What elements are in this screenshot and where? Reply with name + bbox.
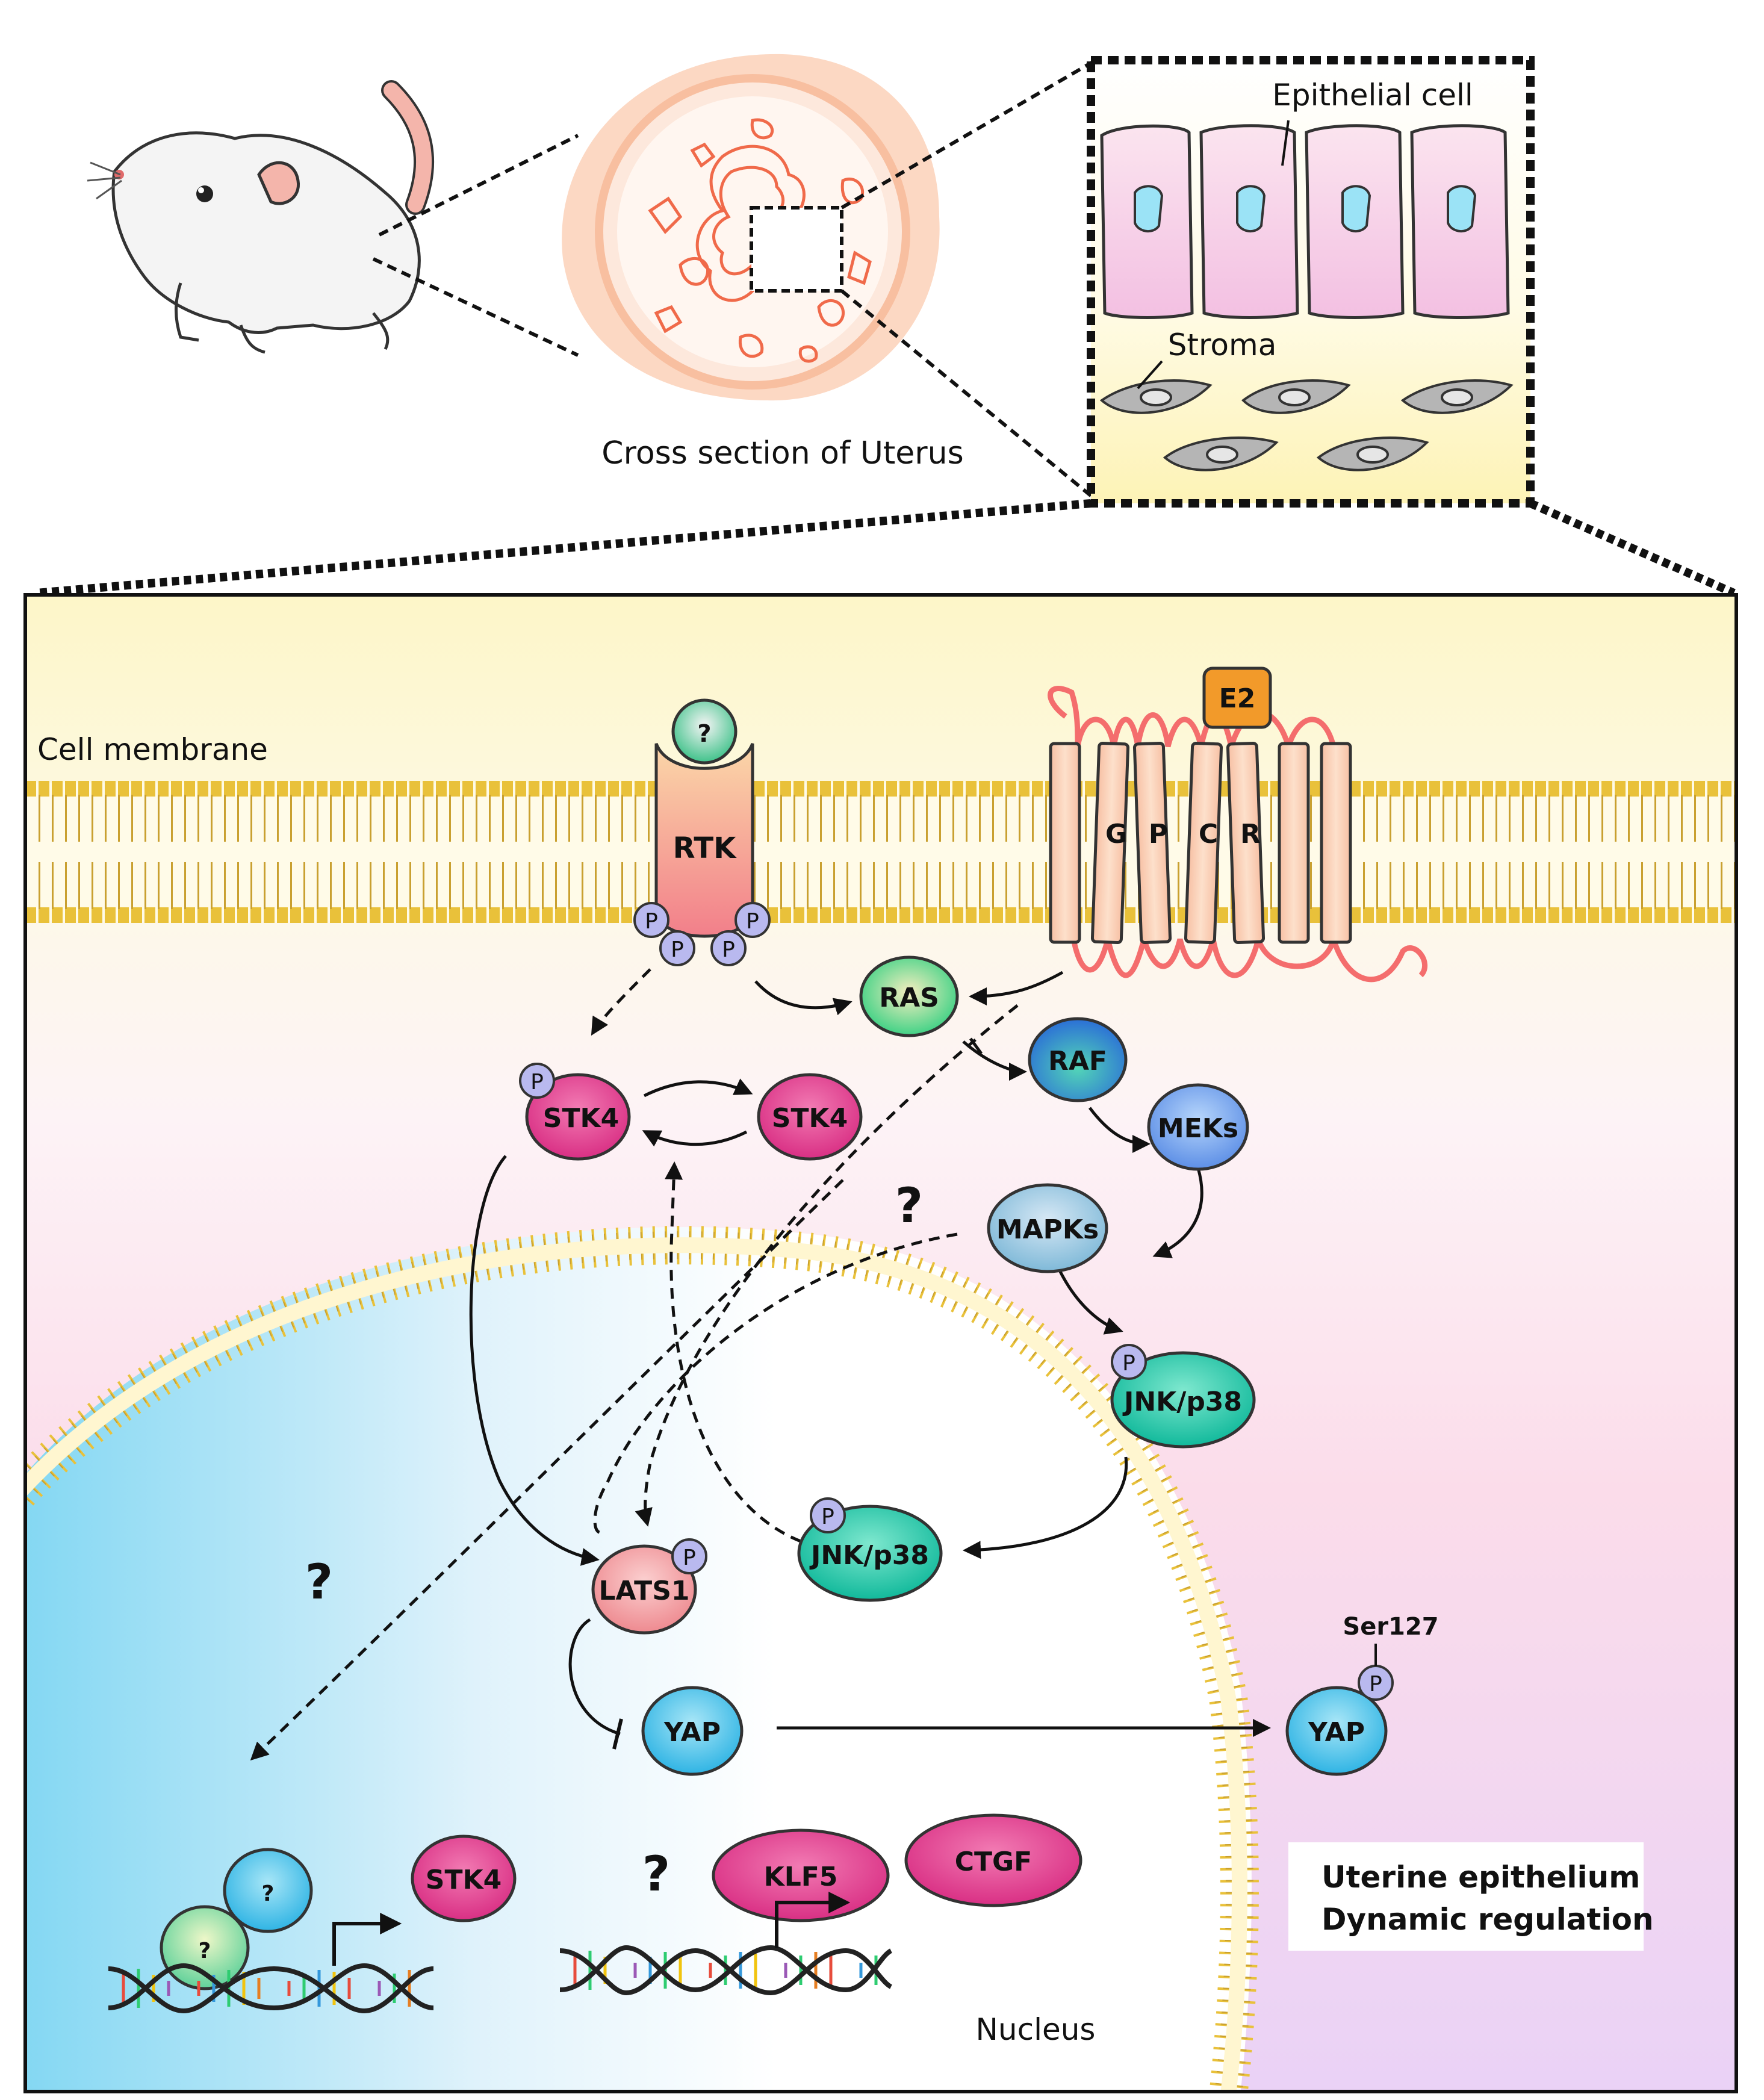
gpcr-receptor: [1048, 686, 1427, 983]
nuclear-membrane-core: [25, 1237, 1247, 2092]
rtk-label: RTK: [673, 831, 738, 865]
tf-b-label: ?: [199, 1939, 211, 1963]
stk4-p-label: STK4: [543, 1103, 619, 1134]
yap-nuclear: [641, 1686, 744, 1776]
unknown-factor-a: [223, 1848, 313, 1933]
stk4-phosphorylated: [525, 1073, 631, 1161]
meks-label: MEKs: [1158, 1113, 1238, 1144]
lats1-inhibition: [568, 1618, 621, 1736]
epithelial-cells: [1100, 124, 1510, 319]
phospho-label: P: [530, 1070, 544, 1095]
dashed-arrows: [250, 968, 1019, 1761]
jnk-lower-label: JNK/p38: [809, 1540, 929, 1571]
stk4-nuclear: [411, 1834, 517, 1922]
ras-label: RAS: [879, 983, 939, 1013]
phospho-label: P: [1369, 1672, 1382, 1697]
yap-cytoplasm-label: YAP: [1308, 1717, 1365, 1748]
unknown-center: ?: [642, 1846, 670, 1902]
e2-ligand: [1202, 666, 1272, 729]
rtk-ligand-label: ?: [697, 720, 711, 748]
uterus-cross-section: [562, 54, 940, 401]
meks: [1147, 1083, 1249, 1171]
stroma-label: Stroma: [1168, 328, 1277, 362]
e2-label: E2: [1219, 683, 1256, 714]
nucleus-label: Nucleus: [976, 2012, 1096, 2047]
ctgf: [904, 1813, 1082, 1907]
phospho-jnk-upper: [1111, 1344, 1147, 1380]
tissue-inset: [1087, 56, 1535, 508]
cell-membrane-label: Cell membrane: [37, 732, 268, 767]
jnk-p38-cytoplasm: [1110, 1351, 1256, 1449]
phospho-label: P: [1122, 1351, 1135, 1376]
stk4: [757, 1073, 863, 1161]
ser127-label: Ser127: [1343, 1613, 1438, 1641]
rtk-phospho-group: [633, 902, 771, 966]
stromal-cells: [1099, 379, 1514, 471]
phospho-label: P: [645, 909, 658, 934]
raf: [1028, 1017, 1128, 1102]
legend-box: [1288, 1842, 1644, 1951]
unknown-mapk-link: ?: [895, 1178, 923, 1234]
gpcr-letter-p: P: [1149, 819, 1168, 850]
phospho-label: P: [746, 909, 759, 934]
gpcr-letter-r: R: [1240, 819, 1261, 850]
ctgf-label: CTGF: [955, 1847, 1032, 1877]
mapks-label: MAPKs: [996, 1214, 1099, 1245]
zoom-line-main-left: [36, 499, 1092, 597]
rtk-ligand: [671, 698, 738, 765]
pathway-arrows: [469, 971, 1271, 1737]
lats1: [591, 1544, 697, 1635]
legend-line-2: Dynamic regulation: [1321, 1902, 1654, 1937]
phospho-label: P: [683, 1545, 696, 1570]
klf5-label: KLF5: [764, 1862, 838, 1892]
legend-line-1: Uterine epithelium: [1321, 1860, 1640, 1895]
main-panel-border: [23, 593, 1738, 2093]
stk4-label: STK4: [772, 1103, 848, 1134]
phospho-lats1: [671, 1538, 707, 1574]
tf-a-label: ?: [262, 1881, 275, 1906]
yap-nucleus-label: YAP: [663, 1717, 721, 1748]
zoom-line-inset-top: [840, 58, 1097, 210]
phospho-label: P: [671, 937, 684, 962]
phospho-label: P: [821, 1505, 834, 1529]
unknown-left: ?: [305, 1554, 333, 1610]
ras: [859, 955, 959, 1037]
jnk-upper-label: JNK/p38: [1122, 1387, 1242, 1417]
raf-label: RAF: [1048, 1046, 1107, 1076]
gpcr-letter-g: G: [1105, 819, 1127, 850]
cell-membrane: [25, 781, 1736, 923]
dna-helix-right: [559, 1892, 893, 1996]
mapks: [987, 1183, 1108, 1273]
zoom-line-main-right: [1529, 499, 1736, 597]
phospho-jnk-lower: [810, 1497, 846, 1533]
epithelial-cell-label: Epithelial cell: [1272, 78, 1473, 113]
lats1-label: LATS1: [599, 1576, 690, 1606]
inhibition-bar: [612, 1718, 623, 1750]
phospho-label: P: [722, 937, 735, 962]
gpcr-letter-c: C: [1199, 819, 1218, 850]
zoom-line-inset-bottom: [840, 289, 1097, 502]
cross-section-label: Cross section of Uterus: [601, 435, 963, 471]
phospho-stk4: [519, 1063, 555, 1099]
dna-helix-left: [108, 1913, 434, 2014]
yap-cytoplasmic: [1285, 1686, 1388, 1776]
mouse-illustration: [87, 80, 435, 354]
stk4-nucleus-label: STK4: [426, 1865, 502, 1895]
zoom-line-top: [378, 134, 579, 237]
zoom-line-bottom: [372, 257, 579, 357]
